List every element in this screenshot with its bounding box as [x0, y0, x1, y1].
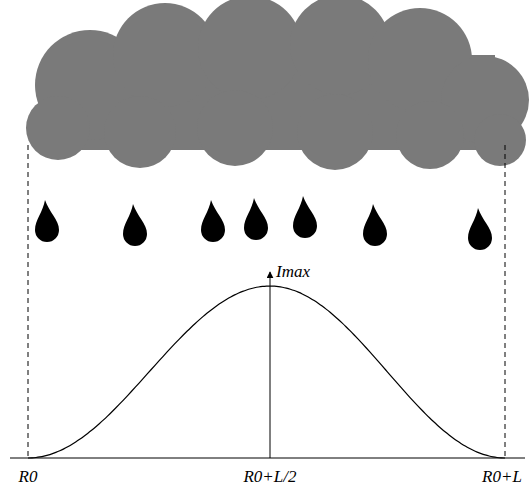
axis-label: R0+L/2	[243, 468, 296, 485]
peak-label: Imax	[276, 263, 310, 280]
boundary-lines	[28, 145, 505, 456]
intensity-curve	[28, 286, 505, 458]
axis-label: R0+L	[482, 468, 522, 485]
cloud	[26, 0, 529, 170]
axis-label: R0	[19, 468, 38, 485]
axis	[10, 458, 525, 459]
peak-arrow	[270, 272, 271, 458]
raindrops	[35, 196, 492, 250]
